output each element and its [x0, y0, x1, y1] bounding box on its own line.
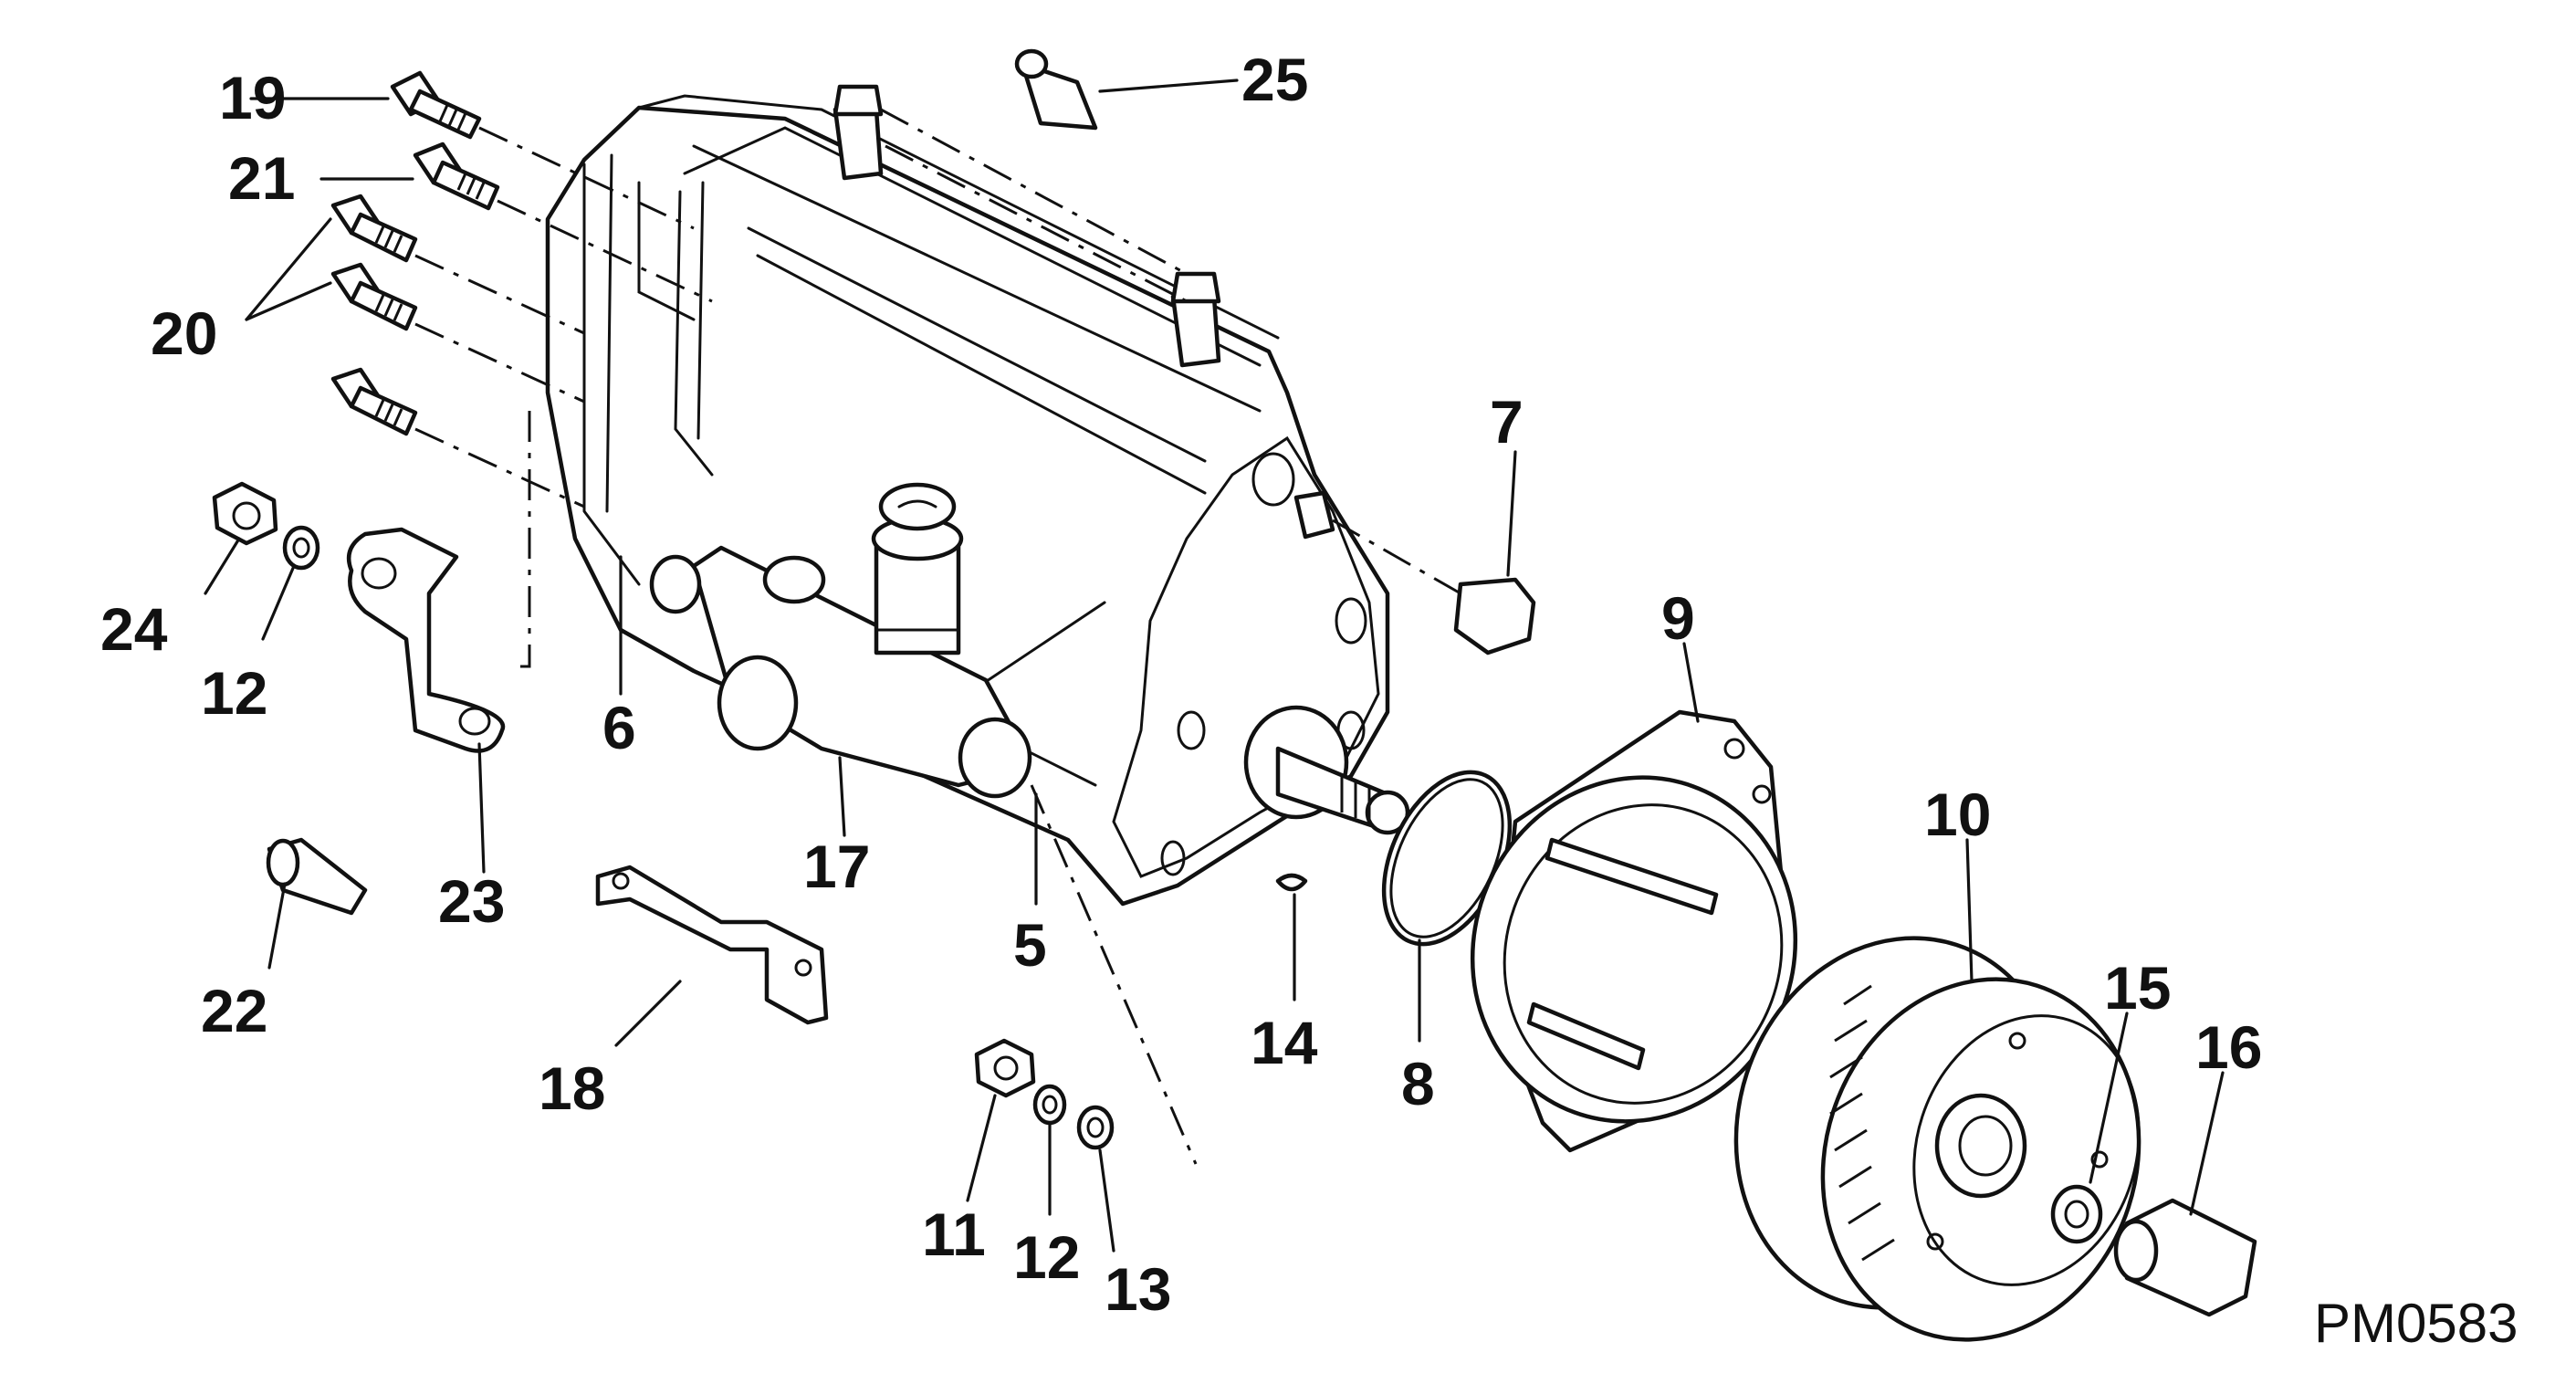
shaft-nut-16: [2113, 1198, 2257, 1317]
callout-25: 25: [1241, 46, 1308, 113]
plug-25: [1014, 48, 1098, 131]
drawing-code: PM0583: [2314, 1293, 2518, 1354]
callout-16: 16: [2195, 1013, 2262, 1081]
washer-12-left: [282, 525, 320, 571]
callout-labels: 19 21 20 25 7 24 12 6 23 17 5 22 18 11 1…: [100, 46, 2518, 1354]
drive-shaft: [1243, 705, 1410, 892]
callout-24: 24: [100, 595, 168, 663]
callout-5: 5: [1013, 911, 1047, 979]
assembly-axis-lines: [414, 108, 1461, 1165]
drive-flange: [1470, 709, 1798, 1153]
callout-22: 22: [201, 977, 267, 1044]
bolt-20-middle: [330, 262, 418, 331]
callout-11: 11: [922, 1201, 986, 1268]
top-fittings: [832, 84, 1221, 368]
plug-22: [266, 837, 368, 916]
callout-10: 10: [1924, 781, 1991, 848]
callout-23: 23: [438, 867, 505, 935]
bracket-23: [346, 527, 506, 753]
bolt-20-upper: [330, 194, 418, 263]
washer-12-bottom: [1032, 1084, 1067, 1126]
callout-20: 20: [151, 299, 217, 367]
drive-gear: [1733, 936, 2141, 1342]
washer-13: [1076, 1105, 1115, 1150]
dowel-pin: [1293, 490, 1335, 540]
callout-12-bottom: 12: [1013, 1223, 1080, 1291]
callout-14: 14: [1251, 1009, 1318, 1076]
callout-17: 17: [803, 833, 870, 900]
callout-12-left: 12: [201, 659, 267, 727]
bolt-21: [413, 142, 500, 211]
bolt-20-lower: [330, 367, 418, 436]
feed-pump: [649, 482, 1032, 799]
nut-11: [974, 1038, 1036, 1098]
callout-19: 19: [219, 64, 286, 131]
bolt-19: [390, 70, 482, 140]
callout-6: 6: [602, 694, 636, 761]
callout-21: 21: [228, 144, 295, 212]
callout-8: 8: [1401, 1050, 1435, 1117]
callout-leaders: [204, 79, 2225, 1253]
bracket-18: [595, 865, 829, 1025]
part-7-block: [1453, 577, 1536, 655]
callout-18: 18: [539, 1054, 605, 1122]
nut-24: [212, 481, 278, 546]
pump-housing: [545, 94, 1390, 907]
callout-9: 9: [1661, 584, 1695, 652]
lock-washer-15: [2050, 1184, 2103, 1244]
callout-15: 15: [2104, 954, 2171, 1022]
callout-13: 13: [1105, 1255, 1171, 1323]
callout-7: 7: [1490, 388, 1524, 456]
